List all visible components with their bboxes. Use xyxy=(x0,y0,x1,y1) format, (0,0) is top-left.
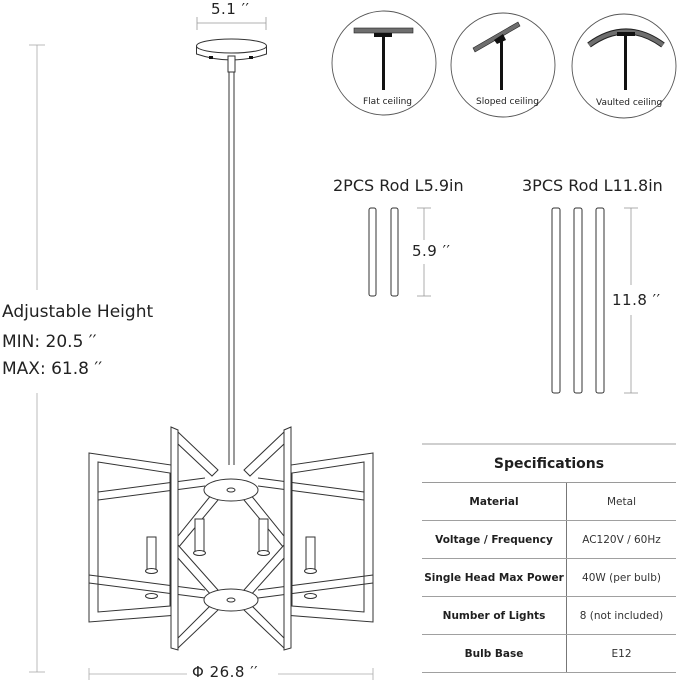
adjustable-height-title: Adjustable Height xyxy=(2,302,154,322)
specifications-title: Specifications xyxy=(422,443,676,483)
spec-row: Material Metal xyxy=(422,482,676,521)
spec-key: Single Head Max Power xyxy=(422,558,567,597)
spec-value: Metal xyxy=(566,482,676,521)
spec-key: Material xyxy=(422,482,567,521)
spec-value: 40W (per bulb) xyxy=(566,558,676,597)
long-rod-length-label: 11.8 ′′ xyxy=(612,291,661,309)
sloped-ceiling-icon xyxy=(472,21,521,90)
spec-value: 8 (not included) xyxy=(566,596,676,635)
diameter-label: Φ 26.8 ′′ xyxy=(192,663,259,681)
spec-key: Voltage / Frequency xyxy=(422,520,567,559)
spec-value: E12 xyxy=(566,634,676,673)
spec-row: Number of Lights 8 (not included) xyxy=(422,596,676,635)
spec-value: AC120V / 60Hz xyxy=(566,520,676,559)
spec-row: Voltage / Frequency AC120V / 60Hz xyxy=(422,520,676,559)
spec-key: Bulb Base xyxy=(422,634,567,673)
long-rod-title: 3PCS Rod L11.8in xyxy=(522,176,663,195)
spec-row: Bulb Base E12 xyxy=(422,634,676,673)
flat-ceiling-icon xyxy=(353,27,414,90)
short-rod-title: 2PCS Rod L5.9in xyxy=(333,176,464,195)
min-height-label: MIN: 20.5 ′′ xyxy=(2,332,97,352)
sloped-ceiling-caption: Sloped ceiling xyxy=(476,97,539,107)
spec-row: Single Head Max Power 40W (per bulb) xyxy=(422,558,676,597)
short-rod-length-label: 5.9 ′′ xyxy=(412,242,451,260)
specifications-table: Specifications Material Metal Voltage / … xyxy=(422,443,676,673)
canopy-width-label: 5.1 ′′ xyxy=(211,0,250,18)
vaulted-ceiling-icon xyxy=(587,28,665,90)
flat-ceiling-caption: Flat ceiling xyxy=(363,97,412,107)
spec-key: Number of Lights xyxy=(422,596,567,635)
max-height-label: MAX: 61.8 ′′ xyxy=(2,359,103,379)
vaulted-ceiling-caption: Vaulted ceiling xyxy=(596,98,663,108)
